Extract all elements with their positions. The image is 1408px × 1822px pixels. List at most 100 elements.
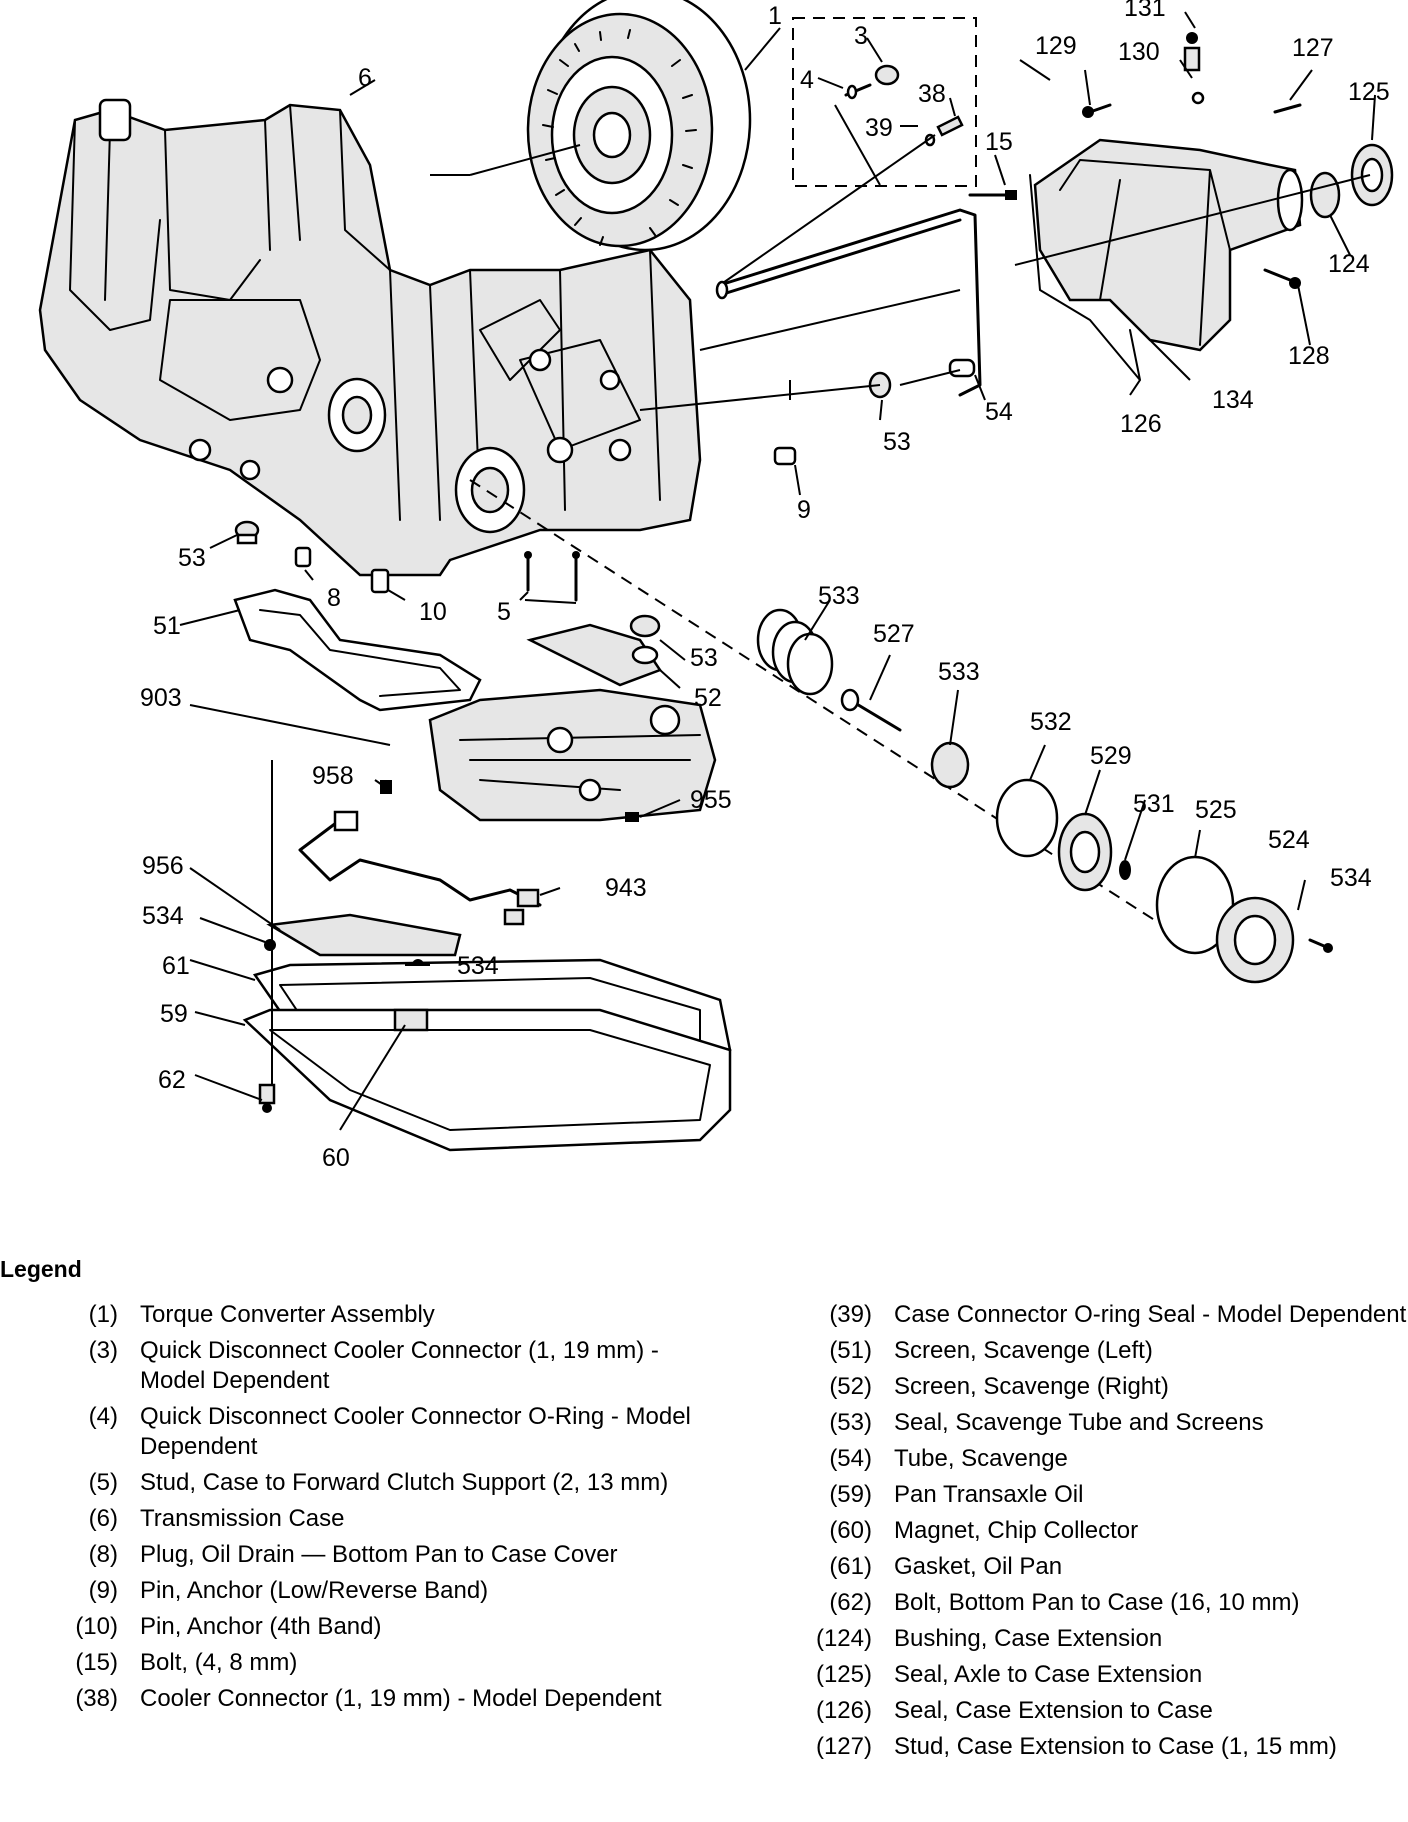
- callout-531: 531: [1133, 790, 1175, 818]
- legend-item-number: (54): [829, 1445, 872, 1472]
- legend-item: (9)Pin, Anchor (Low/Reverse Band): [40, 1576, 720, 1606]
- callout-130: 130: [1118, 38, 1160, 66]
- callout-525: 525: [1195, 796, 1237, 824]
- legend-item-description: Seal, Axle to Case Extension: [894, 1661, 1203, 1688]
- callout-134: 134: [1212, 386, 1254, 414]
- legend-item-number: (1): [88, 1301, 118, 1328]
- callout-534-right: 534: [1330, 864, 1372, 892]
- callout-126: 126: [1120, 410, 1162, 438]
- legend-item-description: Cooler Connector (1, 19 mm) - Model Depe…: [140, 1685, 662, 1712]
- callout-6: 6: [358, 64, 372, 92]
- callout-10: 10: [419, 598, 447, 626]
- legend-item: (3) Quick Disconnect Cooler Connector (1,…: [40, 1336, 720, 1396]
- legend-item-description: Torque Converter Assembly: [140, 1301, 435, 1328]
- callout-1: 1: [768, 2, 782, 30]
- legend-item-description: Magnet, Chip Collector: [894, 1517, 1139, 1544]
- legend-item-number: (59): [829, 1481, 872, 1508]
- callout-labels: 1 3 4 38 39 15 6 131 129 130 127 125 124…: [140, 0, 1390, 1172]
- callout-955: 955: [690, 786, 732, 814]
- legend-item: (10)Pin, Anchor (4th Band): [40, 1612, 720, 1642]
- legend-item-number: (5): [88, 1469, 118, 1496]
- callout-4: 4: [800, 66, 814, 94]
- callout-956: 956: [142, 852, 184, 880]
- callout-39: 39: [865, 114, 893, 142]
- callout-903: 903: [140, 684, 182, 712]
- lower-small-parts: [234, 380, 797, 602]
- cooler-connectors: [719, 64, 964, 286]
- legend-item-description: Transmission Case: [140, 1505, 345, 1532]
- legend-item-number: (15): [75, 1649, 118, 1676]
- legend-item-description: Bolt, Bottom Pan to Case (16, 10 mm): [894, 1589, 1300, 1616]
- legend-title: Legend: [0, 1256, 82, 1282]
- callout-3: 3: [854, 22, 868, 50]
- callout-943: 943: [605, 874, 647, 902]
- callout-524: 524: [1268, 826, 1310, 854]
- legend-item: (38)Cooler Connector (1, 19 mm) - Model …: [40, 1684, 720, 1714]
- legend-item-description: Stud, Case Extension to Case (1, 15 mm): [894, 1733, 1337, 1760]
- callout-532: 532: [1030, 708, 1072, 736]
- legend-item-number: (124): [815, 1625, 872, 1652]
- callout-8: 8: [327, 584, 341, 612]
- callout-131: 131: [1124, 0, 1166, 22]
- legend-item-description: Gasket, Oil Pan: [894, 1553, 1063, 1580]
- callout-533-lower: 533: [938, 658, 980, 686]
- legend-item-number: (60): [829, 1517, 872, 1544]
- legend-item: (59) Pan Transaxle Oil: [780, 1480, 1408, 1510]
- callout-52: 52: [694, 684, 722, 712]
- legend-item: (51)Screen, Scavenge (Left): [780, 1336, 1408, 1366]
- callout-529: 529: [1090, 742, 1132, 770]
- callout-38: 38: [918, 80, 946, 108]
- legend-item-description: Stud, Case to Forward Clutch Support (2,…: [140, 1469, 669, 1496]
- connector-inset-box: [792, 17, 977, 187]
- legend-right-column: (39)Case Connector O-ring Seal - Model D…: [780, 1300, 1408, 1768]
- callout-527: 527: [873, 620, 915, 648]
- legend-item-number: (52): [829, 1373, 872, 1400]
- legend-item: (62)Bolt, Bottom Pan to Case (16, 10 mm): [780, 1588, 1408, 1618]
- legend-item: (53)Seal, Scavenge Tube and Screens: [780, 1408, 1408, 1438]
- legend-item: (61)Gasket, Oil Pan: [780, 1552, 1408, 1582]
- exploded-view-diagram: 1 3 4 38 39 15 6 131 129 130 127 125 124…: [38, 0, 1394, 1172]
- legend-item-number: (126): [815, 1697, 872, 1724]
- case-extension: [1014, 32, 1394, 381]
- callout-15: 15: [985, 128, 1013, 156]
- callout-534-left: 534: [142, 902, 184, 930]
- legend-item-description: Screen, Scavenge (Right): [894, 1373, 1169, 1400]
- callout-54: 54: [985, 398, 1013, 426]
- legend-item-description: Pan Transaxle Oil: [894, 1481, 1084, 1508]
- callout-534-center: 534: [457, 952, 499, 980]
- callout-53-left: 53: [178, 544, 206, 572]
- legend-item: (6)Transmission Case: [40, 1504, 720, 1534]
- legend-item-number: (10): [75, 1613, 118, 1640]
- legend-item-number: (127): [815, 1733, 872, 1760]
- callout-5: 5: [497, 598, 511, 626]
- legend-item-description: Quick Disconnect Cooler Connector O-Ring…: [140, 1403, 691, 1460]
- callout-60: 60: [322, 1144, 350, 1172]
- legend-item: (54)Tube, Scavenge: [780, 1444, 1408, 1474]
- callout-125: 125: [1348, 78, 1390, 106]
- valve-body: [380, 688, 717, 822]
- callout-958: 958: [312, 762, 354, 790]
- callout-533-upper: 533: [818, 582, 860, 610]
- legend-item: (5) Stud, Case to Forward Clutch Support …: [40, 1468, 720, 1498]
- legend-item-description: Plug, Oil Drain — Bottom Pan to Case Cov…: [140, 1541, 618, 1568]
- legend-item-number: (51): [829, 1337, 872, 1364]
- scavenge-tube: [639, 190, 1017, 411]
- legend-item-number: (53): [829, 1409, 872, 1436]
- callout-127: 127: [1292, 34, 1334, 62]
- legend-item: (4) Quick Disconnect Cooler Connector O-R…: [40, 1402, 720, 1462]
- legend-item: (8) Plug, Oil Drain — Bottom Pan to Case …: [40, 1540, 720, 1570]
- legend-item: (39)Case Connector O-ring Seal - Model D…: [780, 1300, 1408, 1330]
- legend-item: (127) Stud, Case Extension to Case (1, 15…: [780, 1732, 1408, 1762]
- torque-converter: [430, 0, 752, 252]
- legend-item-number: (8): [88, 1541, 118, 1568]
- legend-item-number: (3): [88, 1337, 118, 1364]
- callout-124: 124: [1328, 250, 1370, 278]
- legend-item-number: (4): [88, 1403, 118, 1430]
- legend-item-number: (9): [88, 1577, 118, 1604]
- legend-item: (15)Bolt, (4, 8 mm): [40, 1648, 720, 1678]
- legend-item-description: Quick Disconnect Cooler Connector (1, 19…: [140, 1337, 659, 1394]
- transmission-case: [38, 79, 702, 577]
- legend-item: (52) Screen, Scavenge (Right): [780, 1372, 1408, 1402]
- legend-item-description: Seal, Case Extension to Case: [894, 1697, 1213, 1724]
- callout-59: 59: [160, 1000, 188, 1028]
